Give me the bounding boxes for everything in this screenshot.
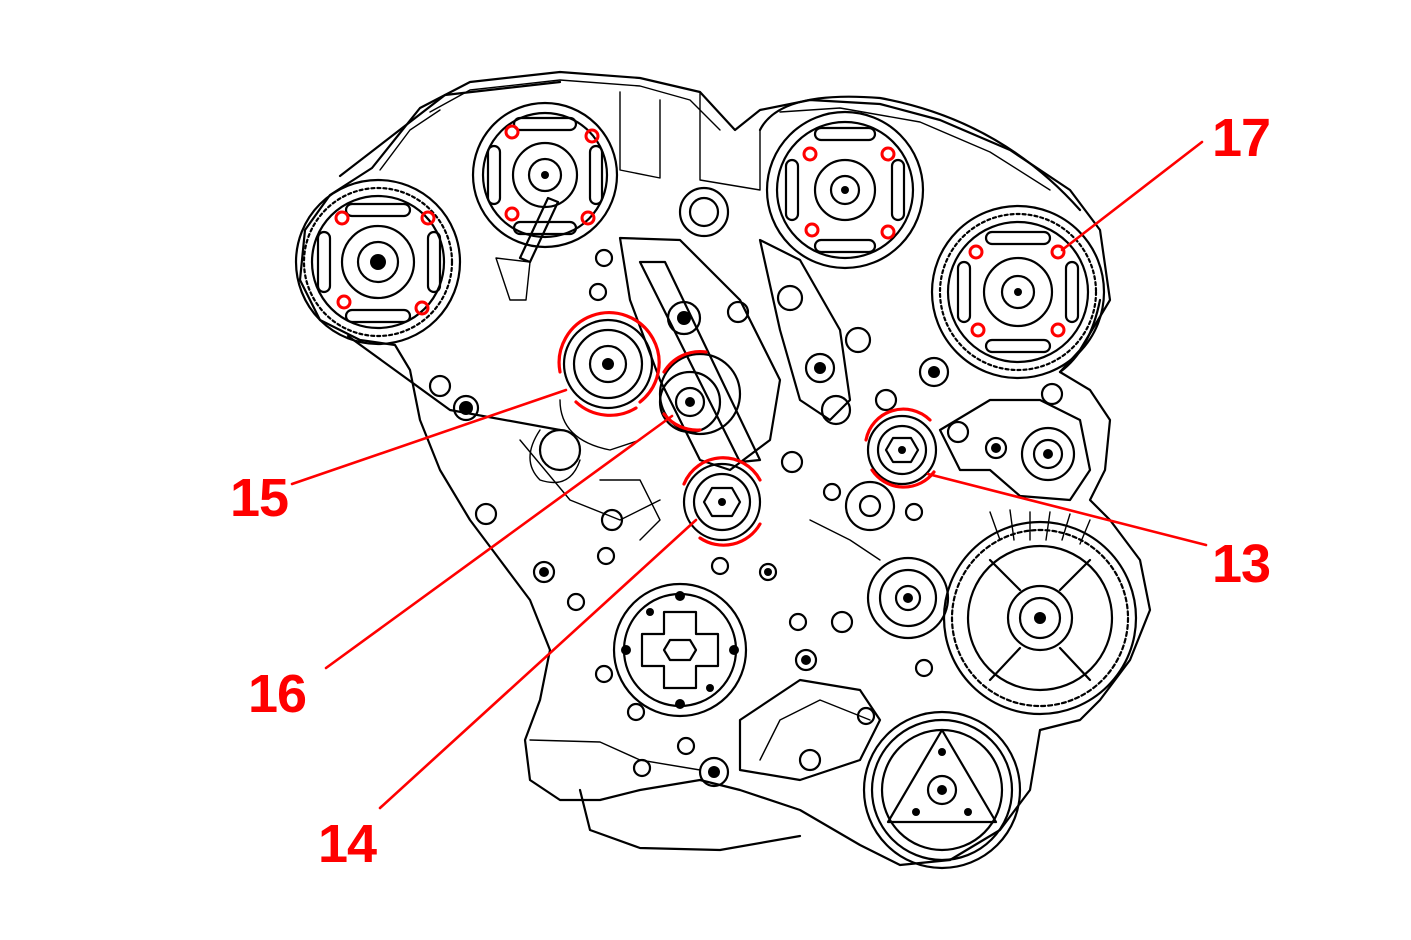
pump-flange [938,382,1092,502]
belt-idler-pulley [866,556,950,640]
leader-17 [1060,140,1204,252]
left-intake-cam-sprocket [471,101,619,301]
callout-14: 14 [318,814,377,874]
crankshaft-pulley [612,582,748,718]
tensioner-pulley [538,318,654,472]
callout-17: 17 [1212,108,1270,168]
callout-13: 13 [1212,534,1270,594]
right-intake-cam-sprocket [765,110,925,270]
callout-leader-lines [290,140,1208,810]
callout-labels: 17 13 15 16 14 [230,108,1271,874]
idler-pulley-lower [682,462,762,542]
leader-15 [290,388,568,486]
small-idler [822,480,924,532]
idler-pulley-right [866,414,938,486]
left-exhaust-cam-sprocket [294,178,462,346]
right-exhaust-cam-sprocket [930,204,1106,380]
leader-16 [324,414,674,670]
callout-15: 15 [230,468,288,528]
callout-16: 16 [248,664,306,724]
highlighted-pulley-arcs [557,311,936,547]
highlighted-sprocket-bolts [334,124,1066,338]
center-casting [428,186,950,526]
lower-brackets [519,429,934,788]
idler-pulley-upper [658,352,742,436]
leader-13 [926,472,1208,547]
timing-belt [338,80,1102,432]
alternator [942,509,1138,716]
ac-compressor [759,699,1022,870]
leader-14 [378,518,698,810]
